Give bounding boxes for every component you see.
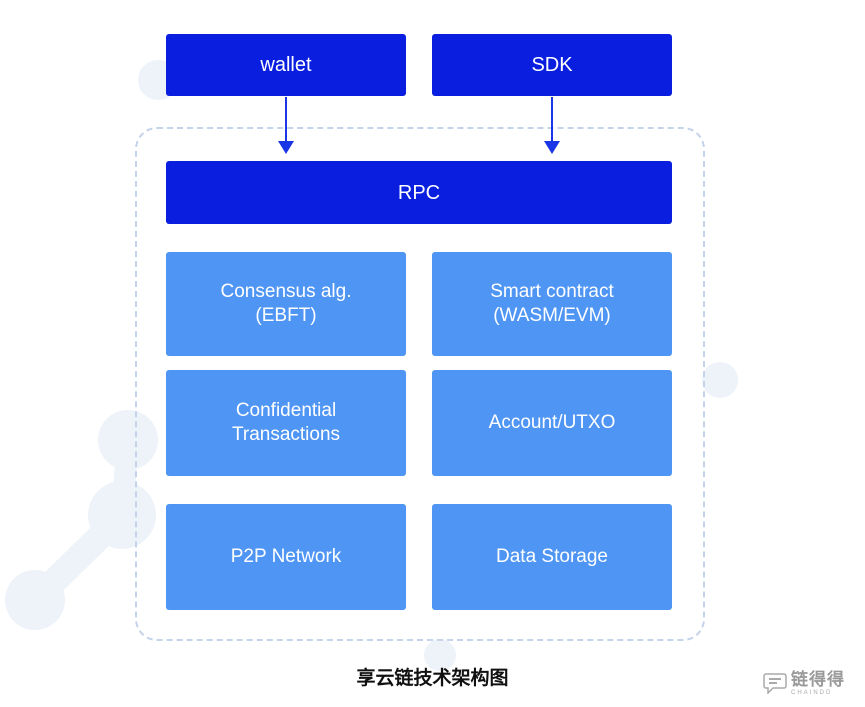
smart-contract-box: Smart contract (WASM/EVM) [432, 252, 672, 356]
watermark-name: 链得得 [791, 669, 845, 689]
p2p-network-box: P2P Network [166, 504, 406, 610]
watermark: 链得得 CHAINDD [763, 666, 858, 700]
diagram-caption: 享云链技术架构图 [356, 668, 509, 689]
system-boundary [135, 127, 705, 641]
sdk-box: SDK [432, 34, 672, 96]
rpc-box: RPC [166, 161, 672, 224]
confidential-transactions-box: Confidential Transactions [166, 370, 406, 476]
account-utxo-box: Account/UTXO [432, 370, 672, 476]
sdk-to-rpc-arrow [544, 97, 560, 154]
watermark-sub: CHAINDD [791, 689, 833, 696]
consensus-box: Consensus alg. (EBFT) [166, 252, 406, 356]
wallet-to-rpc-arrow [278, 97, 294, 154]
data-storage-box: Data Storage [432, 504, 672, 610]
chat-bubble-icon [763, 673, 787, 694]
wallet-box: wallet [166, 34, 406, 96]
